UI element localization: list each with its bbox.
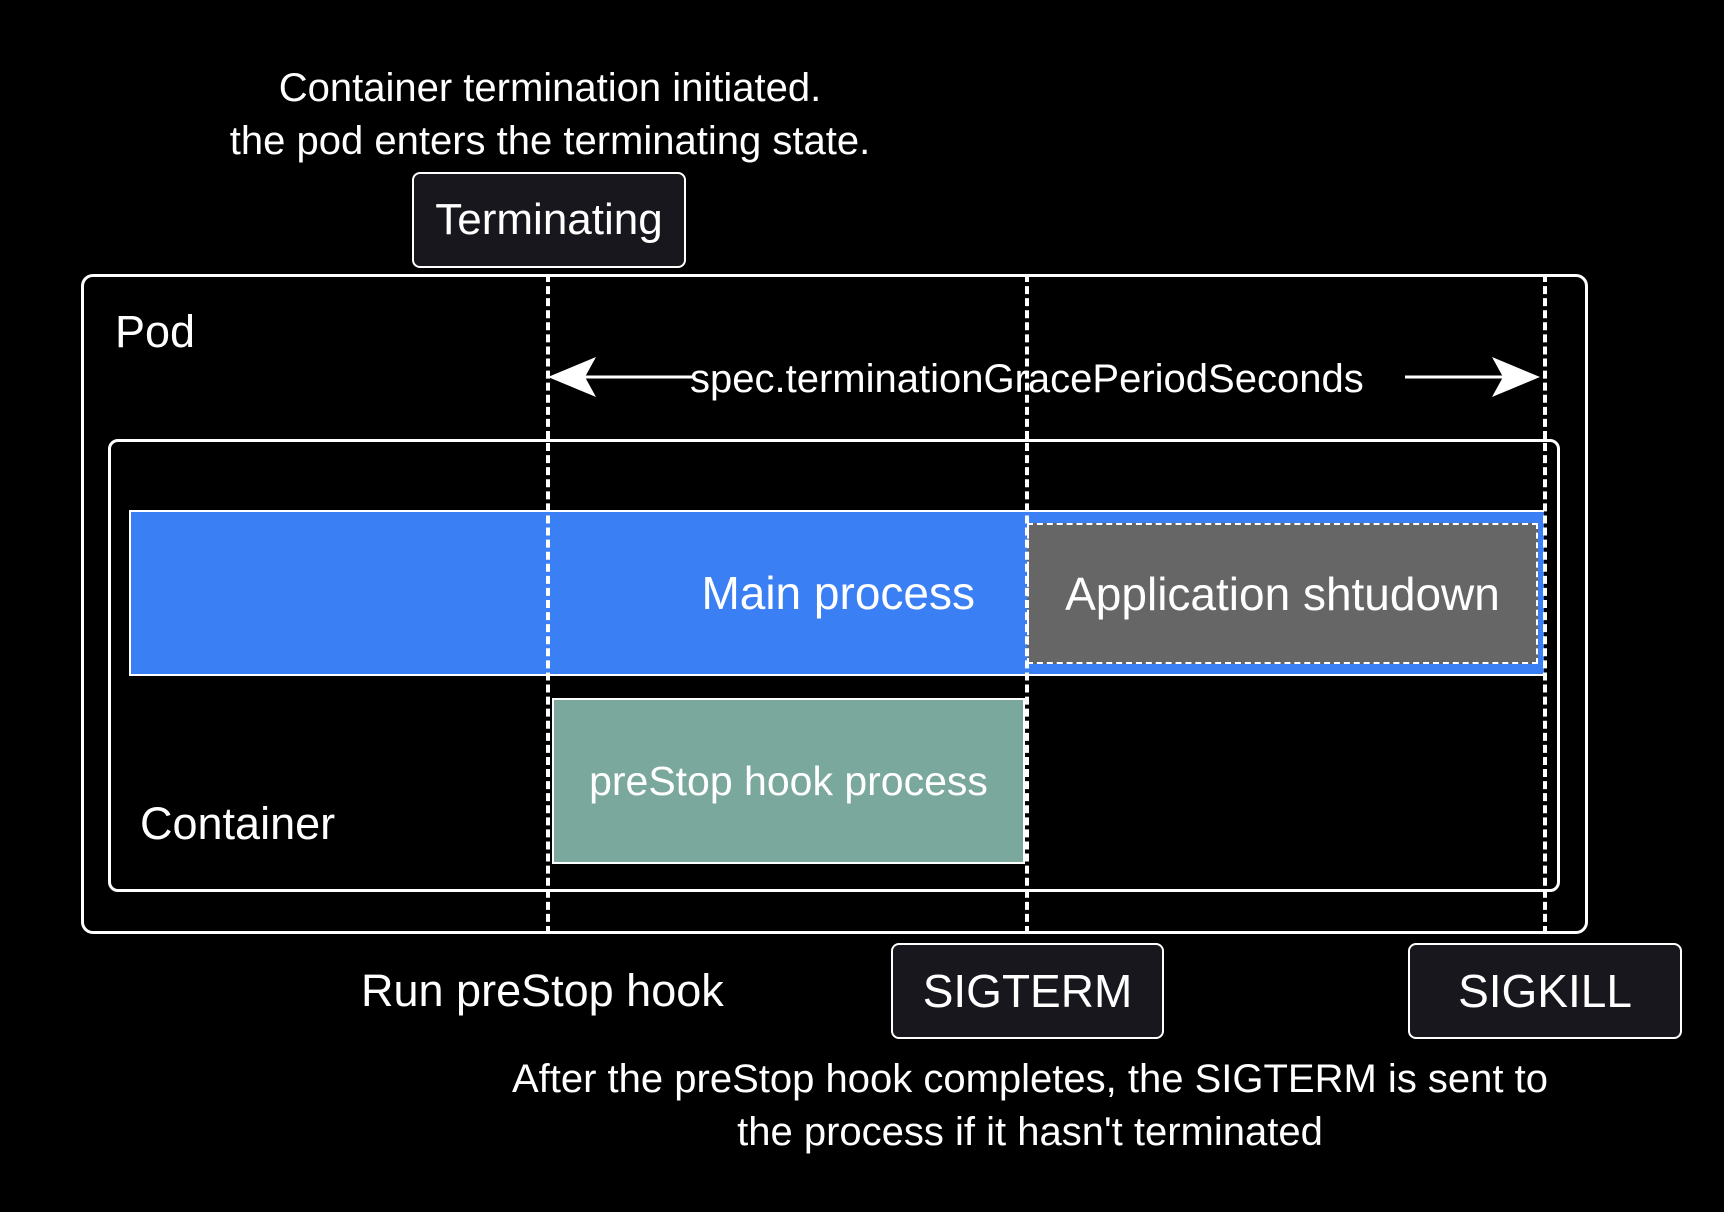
terminating-tag: Terminating <box>412 172 686 268</box>
sigterm-marker <box>1025 274 1029 934</box>
main-process-label: Main process <box>701 567 975 619</box>
top-caption: Container termination initiated. the pod… <box>150 62 950 168</box>
app-shutdown-bar: Application shtudown <box>1027 523 1538 664</box>
bottom-caption-line-1: After the preStop hook completes, the SI… <box>511 1057 1549 1101</box>
app-shutdown-label: Application shtudown <box>1065 567 1500 620</box>
main-process-bar: Main process <box>129 510 1027 676</box>
top-caption-line-1: Container termination initiated. <box>278 66 822 110</box>
prestop-start-marker <box>546 274 550 934</box>
prestop-process-label: preStop hook process <box>589 757 988 804</box>
bottom-caption: After the preStop hook completes, the SI… <box>430 1053 1630 1159</box>
sigkill-tag: SIGKILL <box>1408 943 1682 1039</box>
run-prestop-label: Run preStop hook <box>361 965 724 1016</box>
prestop-process-bar: preStop hook process <box>552 698 1025 864</box>
grace-arrow-right-head <box>1492 357 1540 397</box>
sigkill-marker <box>1543 274 1547 934</box>
grace-period-label: spec.terminationGracePeriodSeconds <box>690 357 1364 401</box>
pod-label: Pod <box>115 306 196 357</box>
grace-arrow-left-head <box>548 357 596 397</box>
container-label: Container <box>140 798 336 849</box>
pod-frame <box>81 274 1588 934</box>
bottom-caption-line-2: the process if it hasn't terminated <box>737 1110 1323 1154</box>
top-caption-line-2: the pod enters the terminating state. <box>229 119 871 163</box>
sigterm-tag: SIGTERM <box>891 943 1164 1039</box>
container-frame <box>108 439 1560 892</box>
